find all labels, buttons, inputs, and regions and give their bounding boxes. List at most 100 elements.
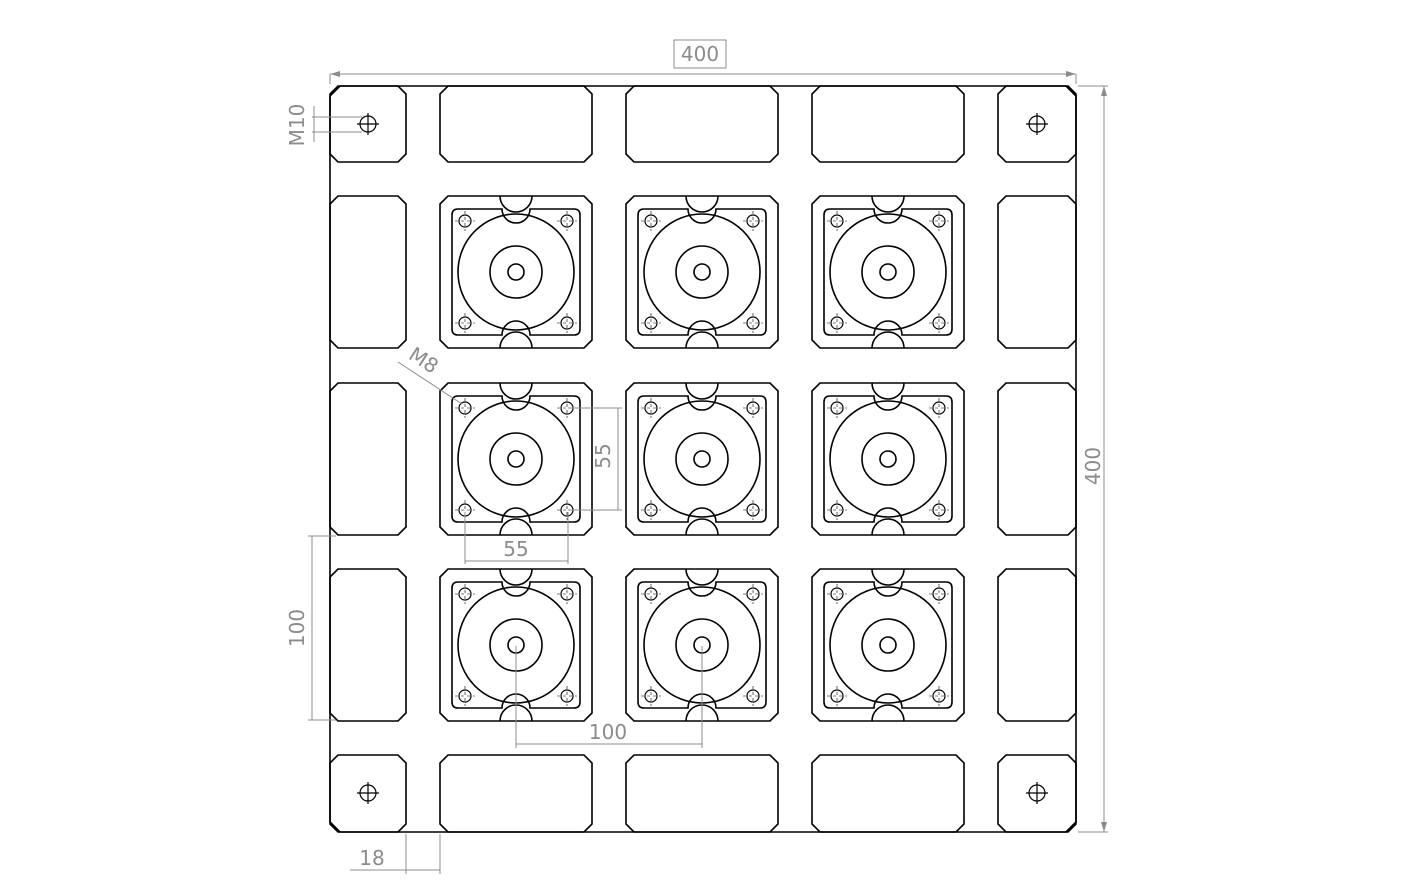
m8-hole (830, 503, 844, 517)
m8-hole (746, 689, 760, 703)
edge-block (997, 382, 1077, 536)
edge-block (329, 195, 407, 349)
pad-outer-circle (643, 400, 761, 518)
m8-hole (746, 587, 760, 601)
bottom-notch (499, 331, 533, 349)
top-notch (685, 568, 719, 586)
m8-hole (830, 587, 844, 601)
pad-plate (637, 581, 767, 709)
pad-outer-circle (643, 213, 761, 331)
m8-hole (932, 214, 946, 228)
edge-block (997, 195, 1077, 349)
edge-block (439, 85, 593, 163)
pad-outer-circle (457, 213, 575, 331)
pad-plate (823, 581, 953, 709)
top-notch (685, 382, 719, 400)
m8-hole (932, 503, 946, 517)
pad-block (811, 568, 965, 722)
edge-block (811, 754, 965, 833)
dim-m8: M8 (397, 342, 463, 405)
pad-block (439, 568, 593, 722)
top-notch (499, 195, 533, 213)
pad-inner-circle (675, 245, 729, 299)
cell-grid (329, 85, 1077, 833)
pad-plate (451, 395, 581, 523)
m8-hole (644, 689, 658, 703)
corner-block (329, 85, 407, 163)
pad-center-hole (507, 263, 525, 281)
m8-hole (644, 587, 658, 601)
bottom-notch (871, 518, 905, 536)
dim-m10: M10 (285, 104, 362, 147)
m8-hole (458, 587, 472, 601)
pad-inner-circle (489, 432, 543, 486)
m8-hole (746, 503, 760, 517)
pad-plate (823, 395, 953, 523)
top-notch (871, 382, 905, 400)
pad-block (811, 382, 965, 536)
pad-block (811, 195, 965, 349)
pad-center-hole (507, 450, 525, 468)
bottom-notch (685, 331, 719, 349)
m8-hole (830, 316, 844, 330)
pad-block (625, 195, 779, 349)
bottom-notch (685, 518, 719, 536)
pad-plate (451, 581, 581, 709)
pad-outer-circle (829, 213, 947, 331)
m8-hole (644, 503, 658, 517)
m8-hole (458, 689, 472, 703)
pitch-x-label: 100 (589, 720, 627, 744)
corner-block (997, 754, 1077, 833)
pad-plate (451, 208, 581, 336)
edge-block (329, 382, 407, 536)
pad-inner-circle (861, 245, 915, 299)
edge-block (625, 754, 779, 833)
edge-block (625, 85, 779, 163)
pad-inner-circle (861, 618, 915, 672)
m8-hole (932, 689, 946, 703)
pad-inner-circle (675, 432, 729, 486)
bottom-notch (871, 331, 905, 349)
dim-overall-height: 400 (1078, 85, 1108, 833)
pad-spacing-y-label: 55 (591, 443, 615, 468)
pad-outer-circle (829, 586, 947, 704)
m8-hole (830, 689, 844, 703)
dim-pad-spacing-x: 55 (464, 512, 569, 564)
pad-block (625, 382, 779, 536)
top-notch (499, 382, 533, 400)
slot-width-label: 18 (359, 846, 384, 870)
m10-label: M10 (285, 104, 309, 147)
m8-hole (644, 401, 658, 415)
top-notch (685, 195, 719, 213)
m8-hole (644, 214, 658, 228)
dim-overall-width: 400 (329, 39, 1077, 84)
overall-height-label: 400 (1081, 447, 1105, 485)
top-notch (499, 568, 533, 586)
pad-plate (637, 208, 767, 336)
m8-hole (560, 587, 574, 601)
dim-pad-spacing-y: 55 (568, 407, 622, 511)
m8-hole (746, 316, 760, 330)
pad-center-hole (879, 450, 897, 468)
pad-center-hole (693, 450, 711, 468)
corner-block (997, 85, 1077, 163)
pad-outer-circle (457, 400, 575, 518)
m8-hole (458, 316, 472, 330)
corner-block (329, 754, 407, 833)
m8-hole (560, 689, 574, 703)
dim-pitch-y: 100 (285, 535, 336, 721)
pad-center-hole (693, 263, 711, 281)
edge-block (439, 754, 593, 833)
pad-spacing-x-label: 55 (503, 537, 528, 561)
pad-outer-circle (829, 400, 947, 518)
top-notch (871, 568, 905, 586)
edge-block (329, 568, 407, 722)
pad-inner-circle (489, 245, 543, 299)
m8-hole (932, 316, 946, 330)
m8-hole (932, 401, 946, 415)
pad-block (625, 568, 779, 722)
m8-hole (560, 214, 574, 228)
m8-hole (746, 401, 760, 415)
pad-inner-circle (861, 432, 915, 486)
